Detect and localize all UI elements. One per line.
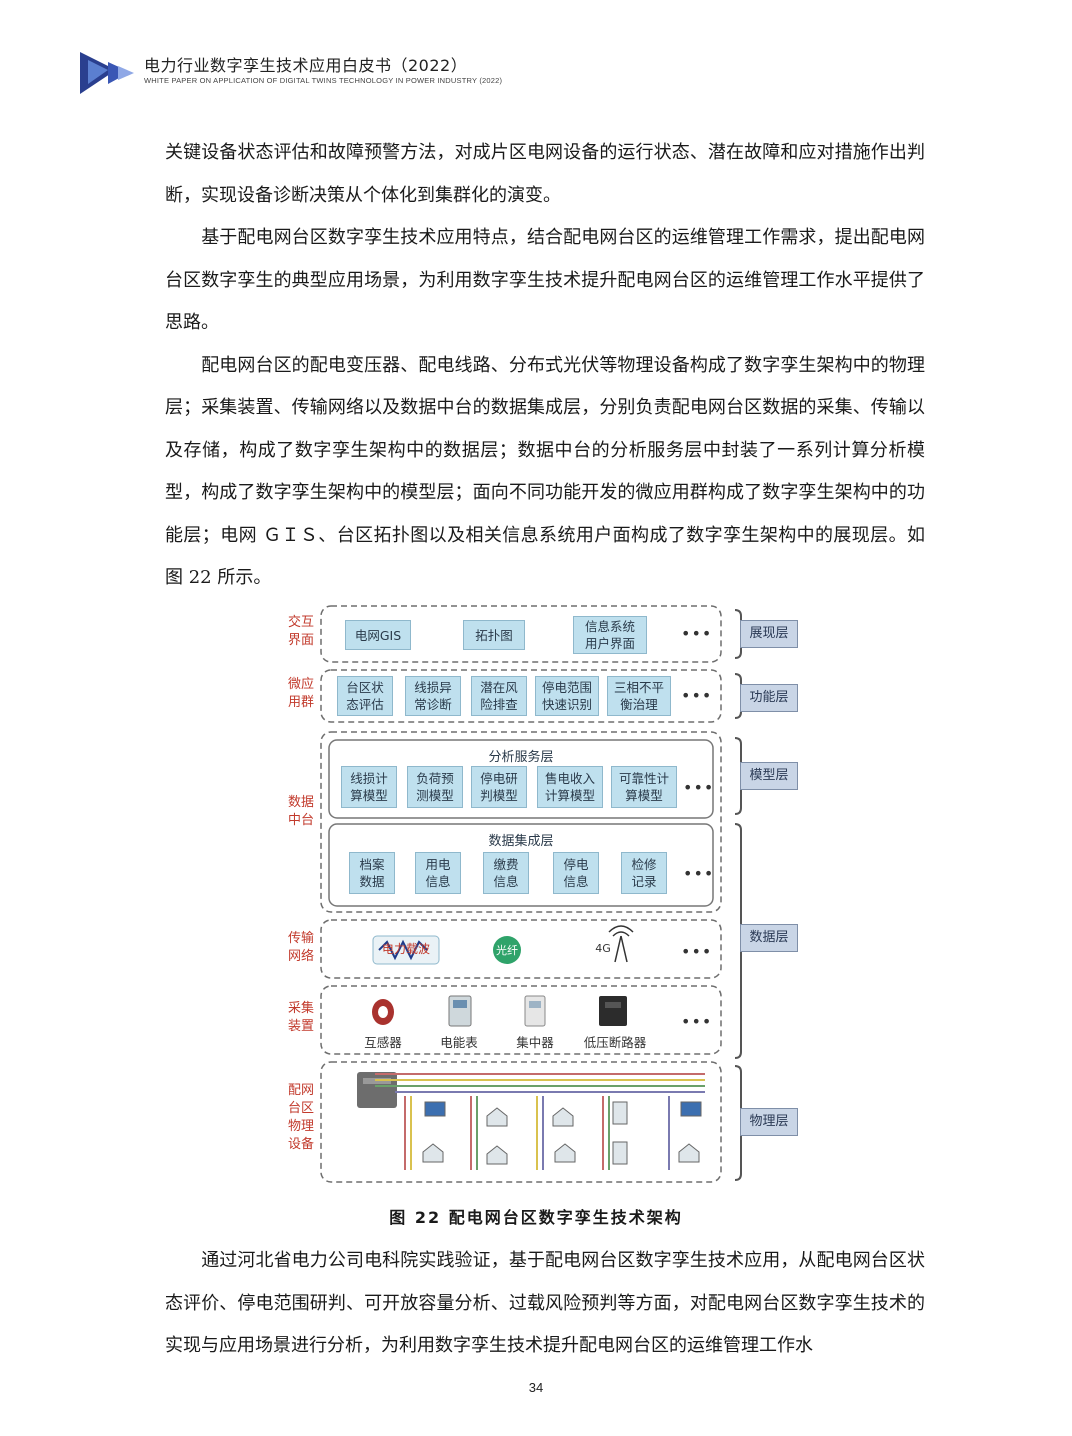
body-text-bottom: 通过河北省电力公司电科院实践验证，基于配电网台区数字孪生技术应用，从配电网台区状… (165, 1240, 925, 1368)
ellipsis: ••• (681, 624, 713, 643)
layer-function: 功能层 (740, 684, 798, 712)
paragraph: 通过河北省电力公司电科院实践验证，基于配电网台区数字孪生技术应用，从配电网台区状… (165, 1250, 925, 1356)
ellipsis: ••• (683, 778, 715, 797)
page-header: 电力行业数字孪生技术应用白皮书（2022） WHITE PAPER ON APP… (78, 44, 538, 100)
paragraph: 关键设备状态评估和故障预警方法，对成片区电网设备的运行状态、潜在故障和应对措施作… (165, 142, 925, 206)
item-grid-gis: 电网GIS (345, 620, 411, 650)
device-breaker: 低压断路器 (583, 1035, 647, 1050)
model-reliability: 可靠性计 算模型 (611, 766, 677, 808)
layer-model: 模型层 (740, 762, 798, 790)
label-physical: 配网 台区 物理 设备 (287, 1083, 314, 1152)
label-collection: 采集 装置 (287, 1001, 314, 1034)
figure-frames (320, 605, 742, 1183)
app-risk-check: 潜在风 险排查 (471, 676, 527, 716)
label-interaction: 交互 界面 (287, 615, 314, 648)
header-title: 电力行业数字孪生技术应用白皮书（2022） (144, 56, 468, 75)
app-outage-identify: 停电范围 快速识别 (535, 676, 599, 716)
figure-caption: 图 22 配电网台区数字孪生技术架构 (389, 1208, 683, 1227)
data-payment: 缴费 信息 (483, 852, 529, 894)
layer-data: 数据层 (740, 924, 798, 952)
item-topology: 拓扑图 (463, 620, 525, 650)
architecture-figure: 交互 界面 微应 用群 数据 中台 传输 网络 采集 装置 配网 台区 物理 设… (275, 596, 810, 1190)
model-revenue: 售电收入 计算模型 (537, 766, 603, 808)
paragraph: 基于配电网台区数字孪生技术应用特点，结合配电网台区的运维管理工作需求，提出配电网… (165, 227, 925, 333)
analysis-title: 分析服务层 (488, 750, 554, 765)
body-text-top: 关键设备状态评估和故障预警方法，对成片区电网设备的运行状态、潜在故障和应对措施作… (165, 132, 925, 600)
label-data-platform: 数据 中台 (287, 795, 314, 828)
label-micro-apps: 微应 用群 (287, 677, 314, 710)
model-outage: 停电研 判模型 (471, 766, 527, 808)
label-transmission: 传输 网络 (287, 931, 314, 964)
model-load-forecast: 负荷预 测模型 (407, 766, 463, 808)
ellipsis: ••• (681, 686, 713, 705)
data-archive: 档案 数据 (349, 852, 395, 894)
device-concentrator: 集中器 (516, 1035, 554, 1050)
data-usage: 用电 信息 (415, 852, 461, 894)
app-status-eval: 台区状 态评估 (337, 676, 393, 716)
ellipsis: ••• (681, 942, 713, 961)
app-three-phase: 三相不平 衡治理 (607, 676, 671, 716)
integration-title: 数据集成层 (488, 834, 554, 849)
device-meter: 电能表 (440, 1035, 478, 1050)
model-line-loss: 线损计 算模型 (341, 766, 397, 808)
fiber-label: 光纤 (496, 944, 518, 957)
app-loss-diagnosis: 线损异 常诊断 (405, 676, 461, 716)
paragraph: 配电网台区的配电变压器、配电线路、分布式光伏等物理设备构成了数字孪生架构中的物理… (165, 354, 925, 589)
item-system-ui: 信息系统 用户界面 (573, 616, 647, 654)
data-outage: 停电 信息 (553, 852, 599, 894)
page-number: 34 (528, 1380, 544, 1395)
plc-label: 电力载波 (381, 942, 430, 956)
layer-physical: 物理层 (740, 1108, 798, 1136)
4g-label: 4G (595, 942, 611, 955)
ellipsis: ••• (681, 1012, 713, 1031)
data-maintenance: 检修 记录 (621, 852, 667, 894)
whitepaper-logo-icon (80, 52, 134, 94)
ellipsis: ••• (683, 864, 715, 883)
device-transformer: 互感器 (364, 1035, 402, 1050)
layer-presentation: 展现层 (740, 620, 798, 648)
header-subtitle: WHITE PAPER ON APPLICATION OF DIGITAL TW… (144, 76, 503, 85)
